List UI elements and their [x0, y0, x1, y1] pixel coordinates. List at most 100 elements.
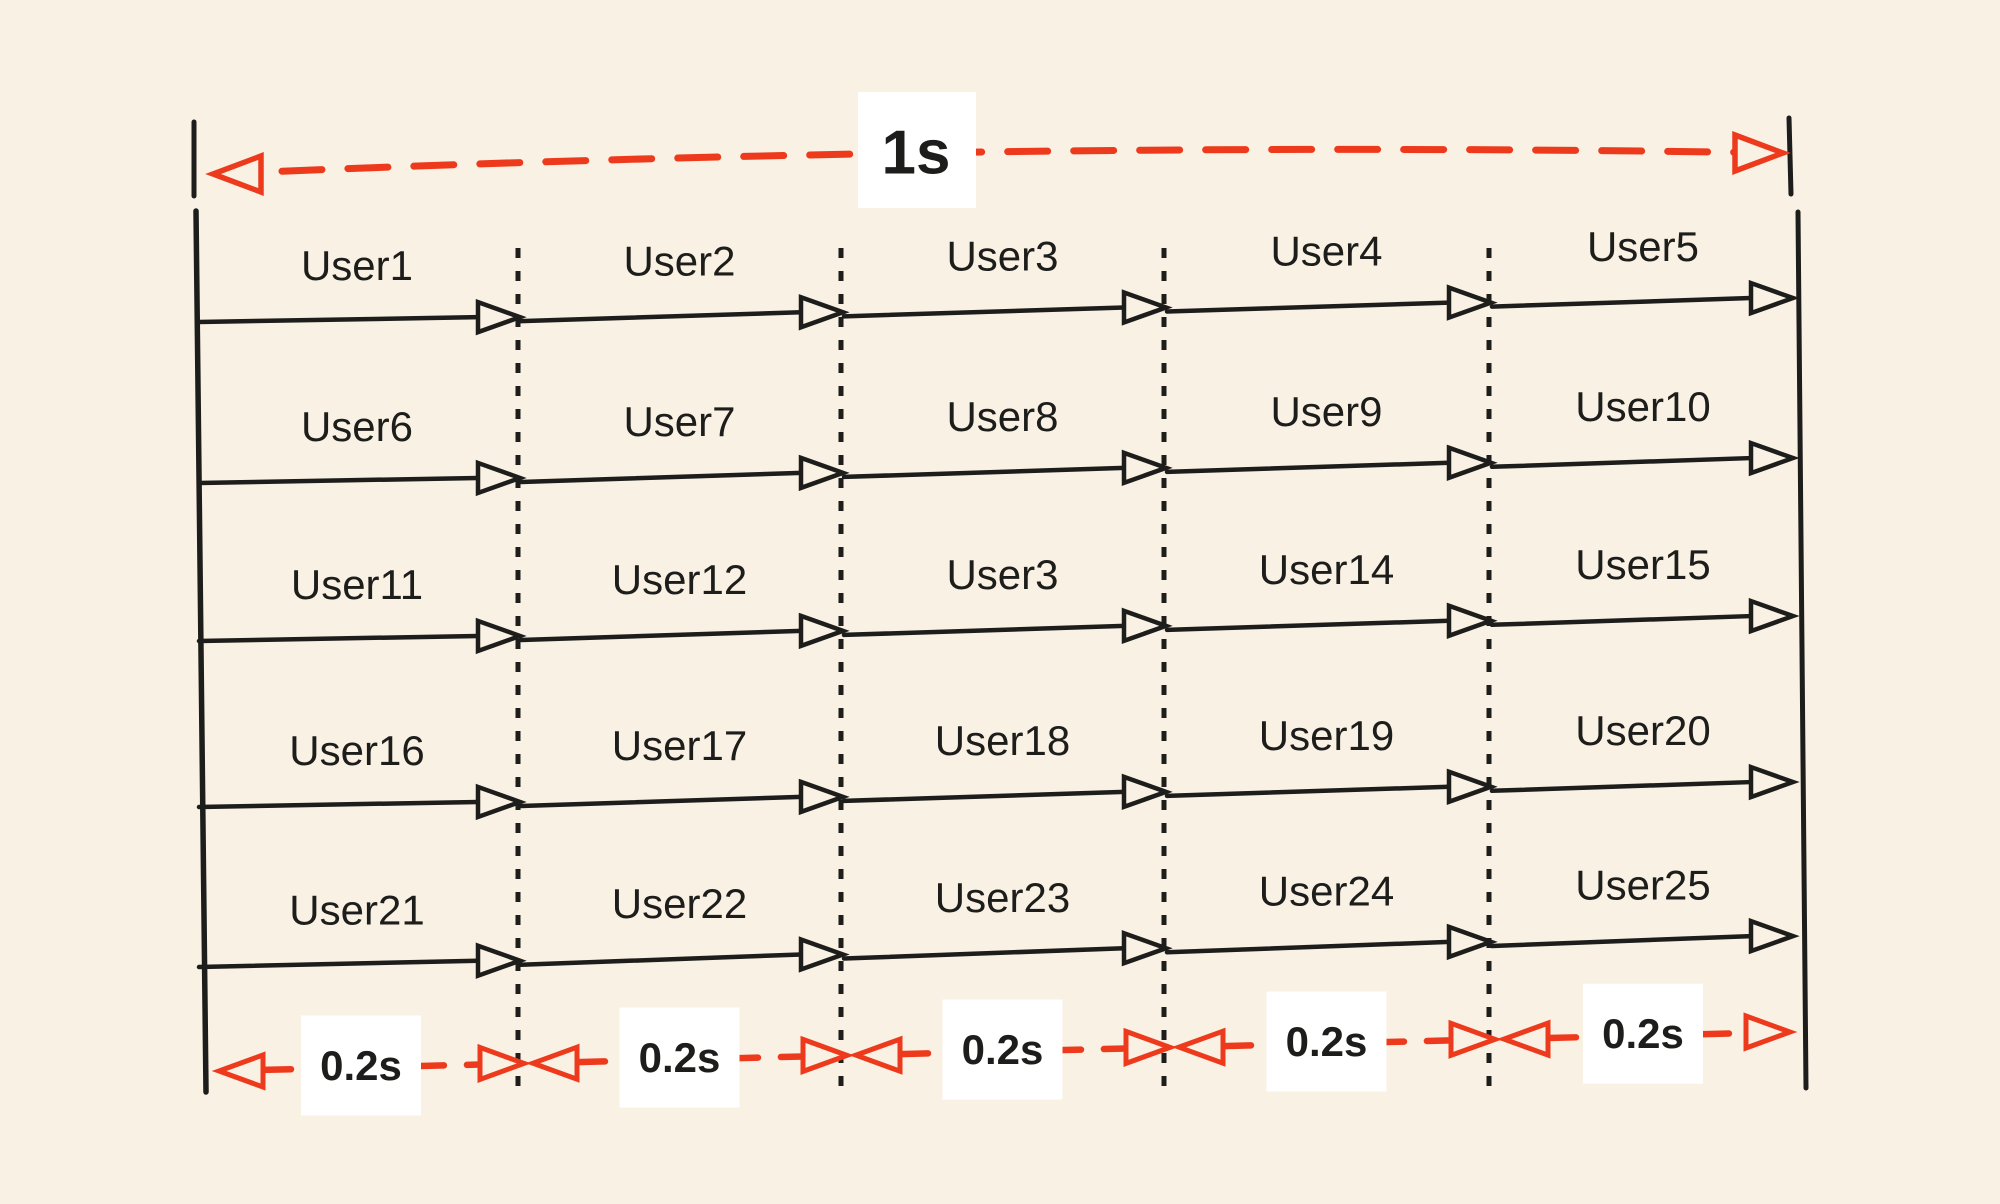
- user-arrowhead-icon: [1121, 930, 1173, 967]
- user-slot-segment: User1: [196, 242, 527, 336]
- user-slot-segment: User18: [841, 717, 1173, 811]
- user-slot-segment: User2: [518, 237, 850, 331]
- user-arrow-line: [841, 623, 1127, 638]
- user-label: User12: [612, 556, 747, 603]
- user-arrow-line: [1489, 779, 1754, 794]
- user-label: User23: [935, 874, 1070, 921]
- user-arrow-line: [196, 799, 481, 810]
- total-duration-label: 1s: [882, 119, 951, 188]
- slot-duration-arrow: 0.2s: [211, 1015, 532, 1116]
- user-slot-segment: User9: [1164, 388, 1498, 481]
- user-label: User11: [291, 561, 423, 608]
- user-arrow-line: [1489, 455, 1754, 470]
- user-arrow-line: [1164, 784, 1452, 799]
- user-arrowhead-icon: [1121, 607, 1173, 645]
- user-arrow-line: [841, 465, 1127, 480]
- user-label: User14: [1259, 546, 1394, 593]
- user-label: User2: [623, 237, 735, 284]
- user-arrowhead-icon: [798, 294, 850, 331]
- slot-duration-arrow: 0.2s: [848, 999, 1178, 1100]
- slot-duration-label-box: [1583, 983, 1703, 1084]
- user-slot-segment: User5: [1489, 223, 1800, 317]
- user-slot-segment: User3: [841, 232, 1173, 326]
- right-border-line: [1795, 209, 1809, 1091]
- user-arrow-line: [1489, 933, 1754, 949]
- user-slot-segment: User19: [1164, 712, 1498, 805]
- slot-duration-label-box: [301, 1015, 421, 1116]
- user-arrow-line: [196, 475, 481, 486]
- total-duration-label-box: [858, 92, 976, 208]
- user-label: User3: [946, 551, 1058, 598]
- user-arrowhead-icon: [1748, 597, 1800, 635]
- user-arrow-line: [518, 794, 804, 809]
- user-arrowhead-icon: [1748, 763, 1800, 801]
- user-arrow-line: [1164, 300, 1452, 314]
- user-label: User16: [289, 727, 424, 774]
- slot-duration-arrow: 0.2s: [1171, 991, 1503, 1092]
- left-border-line: [193, 208, 209, 1095]
- slot-duration-left-arrowhead-icon: [1171, 1027, 1226, 1067]
- user-arrowhead-icon: [475, 459, 527, 497]
- user-arrow-line: [1489, 613, 1754, 628]
- user-arrow-line: [518, 470, 804, 485]
- user-arrowhead-icon: [475, 783, 527, 821]
- user-arrowhead-icon: [475, 942, 527, 979]
- user-arrowhead-icon: [798, 936, 850, 973]
- user-arrowhead-icon: [1446, 602, 1498, 639]
- user-row: User6 User7 User8 User9 User10: [196, 383, 1800, 497]
- user-arrowhead-icon: [475, 298, 527, 336]
- slot-duration-right-arrowhead-icon: [1743, 1012, 1798, 1052]
- user-arrow-line: [1489, 295, 1754, 309]
- user-arrowhead-icon: [798, 778, 850, 816]
- user-arrow-line: [841, 945, 1127, 961]
- user-label: User1: [301, 242, 413, 289]
- slot-duration-right-arrowhead-icon: [1123, 1027, 1178, 1067]
- user-label: User24: [1259, 868, 1394, 915]
- user-slot-segment: User3: [841, 551, 1173, 645]
- user-slot-segment: User7: [518, 398, 850, 492]
- user-slot-segment: User14: [1164, 546, 1498, 639]
- user-label: User7: [623, 398, 735, 445]
- user-arrow-line: [196, 633, 481, 644]
- slot-duration-label-box: [1266, 991, 1387, 1092]
- slot-duration-label: 0.2s: [639, 1034, 721, 1081]
- slot-duration-arrow: 0.2s: [1496, 983, 1798, 1084]
- user-arrowhead-icon: [1446, 923, 1498, 961]
- user-slot-segment: User16: [196, 727, 527, 821]
- slot-duration-left-arrowhead-icon: [848, 1035, 903, 1075]
- slot-duration-label: 0.2s: [320, 1042, 402, 1089]
- total-duration-arrow: 1s: [205, 92, 1791, 208]
- user-arrow-line: [841, 305, 1127, 319]
- user-label: User19: [1259, 712, 1394, 759]
- slot-duration-right-arrowhead-icon: [1448, 1019, 1503, 1059]
- user-label: User3: [946, 232, 1058, 279]
- total-duration-dashed-line: [212, 145, 1785, 178]
- user-label: User18: [935, 717, 1070, 764]
- user-arrow-line: [1164, 618, 1452, 633]
- total-duration-right-arrowhead-icon: [1732, 131, 1791, 175]
- user-slot-segment: User4: [1164, 228, 1498, 321]
- slot-duration-left-arrowhead-icon: [525, 1043, 580, 1083]
- slot-duration-label: 0.2s: [1286, 1018, 1368, 1065]
- user-arrow-line: [518, 310, 804, 324]
- user-arrow-line: [196, 958, 481, 970]
- user-slot-segment: User8: [841, 393, 1173, 487]
- slot-duration-left-arrowhead-icon: [1496, 1019, 1551, 1059]
- user-arrowhead-icon: [1748, 439, 1800, 477]
- user-label: User8: [946, 393, 1058, 440]
- user-arrowhead-icon: [1446, 444, 1498, 481]
- user-slot-segment: User6: [196, 403, 527, 497]
- user-label: User20: [1575, 707, 1710, 754]
- user-label: User22: [612, 880, 747, 927]
- slot-duration-right-arrowhead-icon: [800, 1035, 855, 1075]
- user-arrowhead-icon: [1446, 768, 1498, 805]
- slot-duration-label-box: [942, 999, 1063, 1100]
- user-arrowhead-icon: [475, 617, 527, 655]
- slot-duration-label: 0.2s: [1602, 1010, 1684, 1057]
- user-label: User21: [289, 886, 424, 933]
- right-top-tick: [1786, 115, 1794, 197]
- user-arrowhead-icon: [1121, 289, 1173, 326]
- user-label: User10: [1575, 383, 1710, 430]
